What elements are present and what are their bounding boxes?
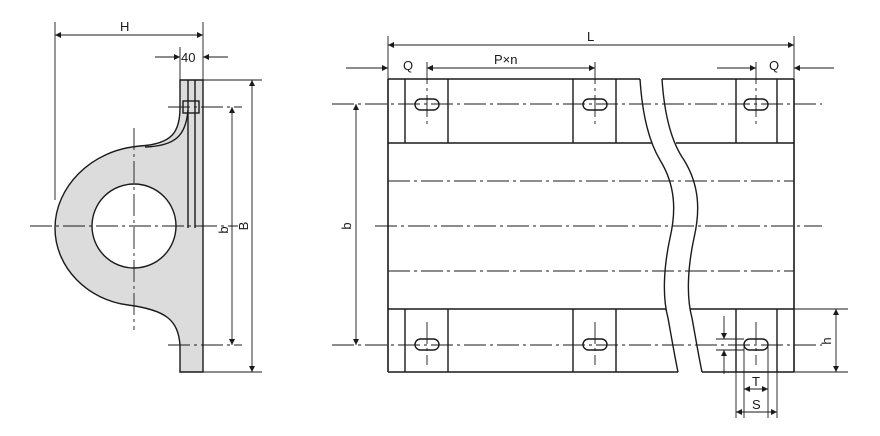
label-h: h: [819, 337, 834, 344]
break-line-right: [661, 78, 703, 373]
label-b-front: b: [339, 222, 354, 229]
break-line-left: [639, 78, 679, 373]
label-H: H: [120, 19, 129, 34]
label-40: 40: [181, 50, 195, 65]
label-Q-right: Q: [769, 58, 779, 73]
label-b: b: [216, 226, 231, 233]
label-T: T: [752, 374, 760, 389]
label-pitch: P×n: [494, 52, 518, 67]
label-S: S: [752, 397, 761, 412]
label-B: B: [236, 222, 251, 231]
label-Q-left: Q: [403, 58, 413, 73]
front-view: L Q P×n Q b h T S: [332, 29, 848, 418]
flange-fillet: [144, 109, 189, 148]
label-L: L: [587, 29, 594, 44]
side-view: H 40 b B: [30, 19, 262, 373]
